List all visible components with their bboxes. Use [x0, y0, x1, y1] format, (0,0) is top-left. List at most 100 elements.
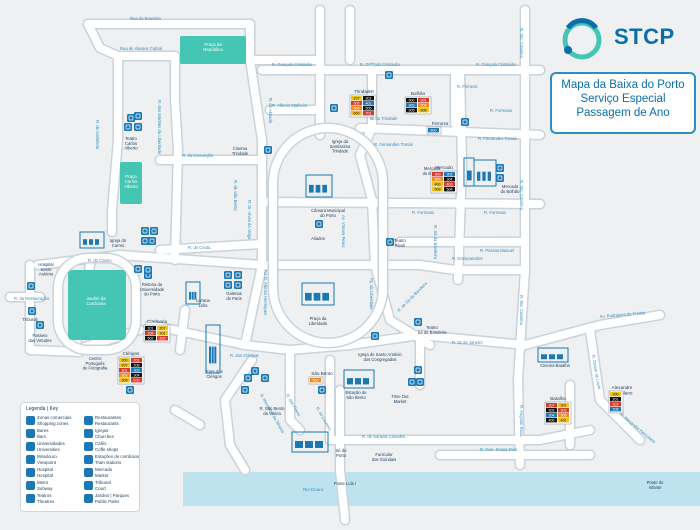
street-label-r-boavista: Rua da Boavista	[130, 16, 161, 21]
bag-icon	[461, 118, 469, 126]
title-line-3: Passagem de Ano	[576, 107, 670, 119]
street-label-r-santa-catarina-2: R. Sta. Catarina	[519, 180, 524, 210]
cordoaria-oval	[52, 252, 142, 356]
line-badge	[157, 326, 168, 331]
street-label-r-conceicao: R. da Conceição	[182, 153, 214, 158]
park-icon	[84, 494, 93, 503]
line-badge	[119, 363, 130, 368]
legend-item: Tribunal Court	[84, 480, 142, 492]
line-badge	[558, 403, 569, 408]
line-number: 301	[366, 97, 372, 101]
legend-item-label: Cafés Coffe shops	[95, 441, 119, 452]
line-badge	[444, 177, 455, 182]
line-number: 401	[561, 419, 567, 423]
line-number: 207	[549, 404, 555, 408]
line-badge	[432, 187, 443, 192]
street-label-r-clerigos: R. dos Clérigos	[230, 353, 259, 358]
line-badge	[145, 331, 156, 336]
street-label-r-31-janeiro: R. 31 de Janeiro	[452, 340, 483, 345]
line-badge	[157, 336, 168, 341]
landmark-building-icon	[291, 431, 329, 453]
line-badge	[119, 358, 130, 363]
fork-icon	[84, 416, 93, 425]
line-number: 201	[613, 398, 619, 402]
legend-item-label: Tribunal Court	[95, 480, 111, 491]
landmark-building-icon	[537, 347, 569, 363]
legend-item-label: Teatros Theatres	[37, 493, 55, 504]
bar-icon	[241, 386, 249, 394]
street-label-r-sa-bandeira: R. Sá da Bandeira	[433, 225, 438, 260]
street-label-r-alferes-malheiro: R. Alferes Malheiro	[272, 103, 308, 108]
line-number: 502	[148, 337, 154, 341]
line-number: 208	[613, 408, 619, 412]
line-badge	[610, 397, 621, 402]
street-label-r-martires: R. dos Mártires da Liberdade	[157, 100, 162, 155]
line-number: 302	[549, 409, 555, 413]
street-label-r-sao-bento: R. de São Bento	[233, 180, 238, 211]
line-number: 600	[354, 112, 360, 116]
bus-stop-label: Cordoaria	[147, 319, 168, 324]
line-badge	[351, 101, 362, 106]
legend-item: Mercado Market	[84, 467, 142, 479]
street-label-av-rodrigues-freitas: Av. Rodrigues de Freitas	[600, 310, 646, 319]
line-number: 302	[134, 369, 140, 373]
church-icon	[264, 146, 272, 154]
line-number: 904	[421, 104, 427, 108]
metro-icon	[26, 481, 35, 490]
line-number: 304	[549, 414, 555, 418]
line-number: 900	[409, 99, 415, 103]
legend-item-label: Igrejas Churches	[95, 428, 114, 439]
title-line-1: Mapa da Baixa do Porto	[561, 79, 685, 91]
train-icon	[84, 455, 93, 464]
line-badge	[418, 98, 429, 103]
title-line-2: Serviço Especial	[580, 93, 666, 105]
line-number: 505	[366, 107, 372, 111]
bag-icon	[26, 416, 35, 425]
line-number: 207	[160, 327, 166, 331]
line-number: 201	[148, 327, 154, 331]
line-badge	[351, 96, 362, 101]
hospital-icon	[26, 468, 35, 477]
street-label-r-cedofeita: R. de Cedofeita	[95, 120, 100, 150]
bus-stop-label: Trindade	[354, 89, 372, 94]
legend-item-label: Universidades Universities	[37, 441, 65, 452]
line-badge	[418, 103, 429, 108]
court-icon	[28, 307, 36, 315]
fork-icon	[251, 367, 259, 375]
street-label-r-saraiva-carvalho: R. de Saraiva Carvalho	[362, 434, 406, 439]
bus-stop-label: Bolhão	[411, 91, 426, 96]
line-number: 503	[435, 188, 441, 192]
line-badge	[363, 111, 374, 116]
street-label-r-trindade: R. da Trindade	[370, 116, 398, 121]
line-badge	[444, 187, 455, 192]
line-badge	[131, 363, 142, 368]
street-label-r-entreparedes: R. Entreparedes	[452, 256, 483, 261]
bus-stop-alexandre-herculano[interactable]: AlexandreHerculano200201207208	[608, 385, 633, 414]
line-number: 201	[134, 359, 140, 363]
bar-icon	[26, 429, 35, 438]
line-badge	[558, 408, 569, 413]
park-carlos-alberto	[120, 162, 142, 204]
line-badge	[119, 373, 130, 378]
landmark-building-icon	[185, 281, 201, 305]
line-number: 303	[122, 374, 128, 378]
line-badge	[119, 378, 130, 383]
brand: STCP	[560, 18, 690, 62]
